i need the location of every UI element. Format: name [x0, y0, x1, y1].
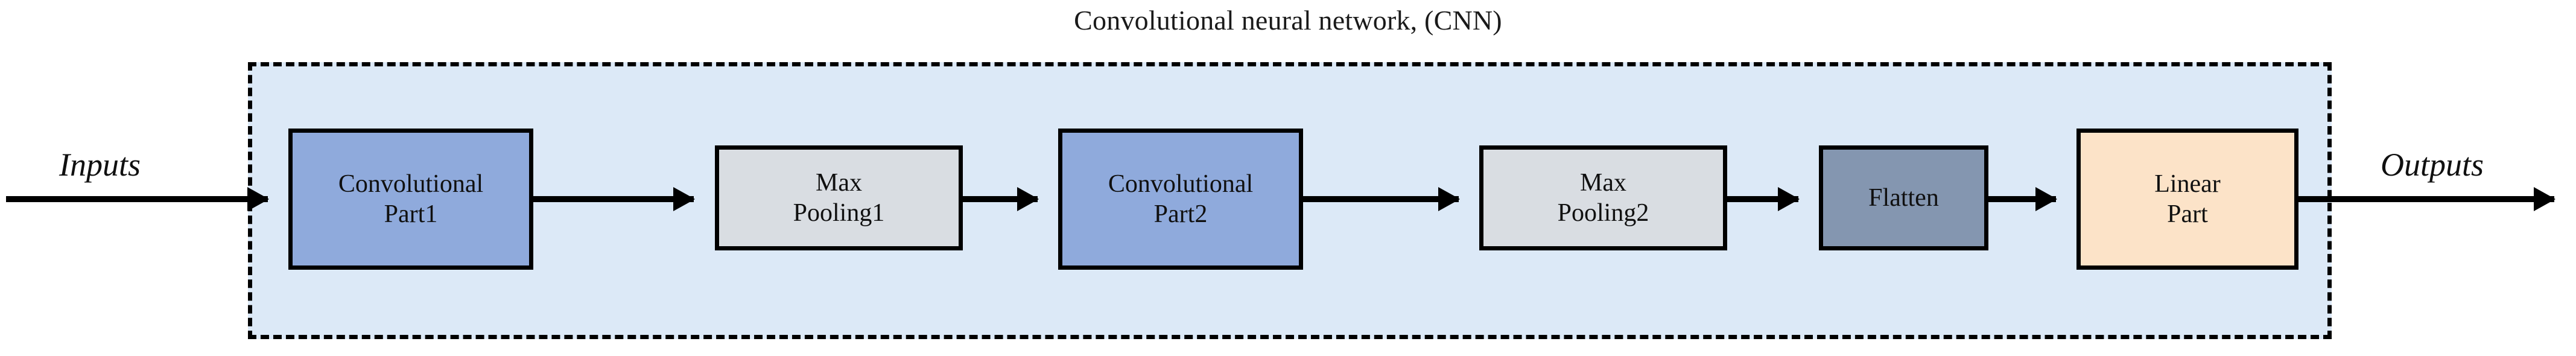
block-linear-part[interactable]: Linear Part [2076, 129, 2298, 270]
block-max-pooling2[interactable]: Max Pooling2 [1479, 145, 1727, 250]
block-linear-line1: Linear [2154, 170, 2221, 198]
block-conv2-line1: Convolutional [1108, 170, 1254, 198]
block-pool1-line1: Max [816, 169, 862, 197]
arrow-flatten-to-linear [1988, 196, 2056, 202]
block-conv1-line2: Part1 [384, 200, 438, 228]
inputs-label: Inputs [59, 147, 141, 183]
block-pool1-line2: Pooling1 [793, 199, 885, 227]
block-conv2-line2: Part2 [1153, 200, 1208, 228]
block-linear-line2: Part [2167, 200, 2208, 228]
block-flatten-line1: Flatten [1868, 184, 1939, 212]
arrow-conv1-to-pool1 [533, 196, 694, 202]
block-flatten[interactable]: Flatten [1819, 145, 1988, 250]
arrow-linear-to-outputs [2298, 196, 2554, 202]
block-pool2-line1: Max [1580, 169, 1626, 197]
block-convolutional-part1[interactable]: Convolutional Part1 [288, 129, 533, 270]
arrow-conv2-to-pool2 [1303, 196, 1459, 202]
outputs-label: Outputs [2381, 147, 2484, 183]
arrow-pool1-to-conv2 [963, 196, 1038, 202]
block-max-pooling1[interactable]: Max Pooling1 [715, 145, 963, 250]
block-convolutional-part2[interactable]: Convolutional Part2 [1058, 129, 1303, 270]
arrow-inputs-to-conv1 [6, 196, 268, 202]
arrow-pool2-to-flatten [1727, 196, 1798, 202]
page-title: Convolutional neural network, (CNN) [1074, 5, 1502, 36]
block-pool2-line2: Pooling2 [1557, 199, 1649, 227]
block-conv1-line1: Convolutional [338, 170, 484, 198]
